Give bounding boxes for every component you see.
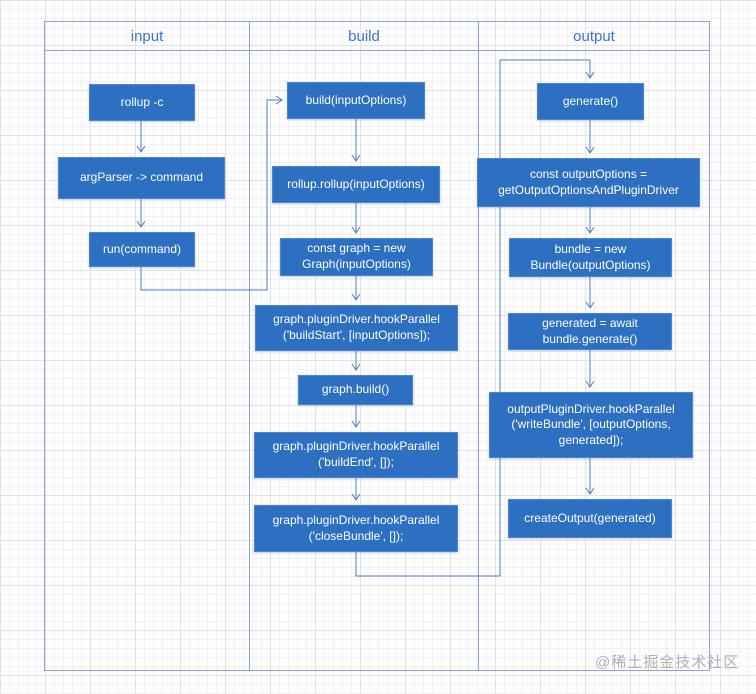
node-hook-buildend: graph.pluginDriver.hookParallel ('buildE… xyxy=(254,432,458,478)
watermark: @稀土掘金技术社区 xyxy=(595,654,740,671)
column-header-row: input build output xyxy=(45,22,709,51)
node-create-output: createOutput(generated) xyxy=(508,499,672,538)
node-rollup-c: rollup -c xyxy=(89,84,195,121)
column-divider-build-output xyxy=(478,51,479,670)
column-header-input: input xyxy=(130,27,164,45)
column-header-build: build xyxy=(249,22,478,50)
column-header-output: output xyxy=(478,22,709,50)
node-graph-build: graph.build() xyxy=(298,375,413,405)
node-generate: generate() xyxy=(537,83,644,120)
node-hook-writebundle: outputPluginDriver.hookParallel ('writeB… xyxy=(489,392,693,458)
node-bundle-generate: generated = await bundle.generate() xyxy=(508,313,672,350)
node-argparser-command: argParser -> command xyxy=(58,157,225,199)
node-hook-closebundle: graph.pluginDriver.hookParallel ('closeB… xyxy=(254,505,458,552)
node-build-inputoptions: build(inputOptions) xyxy=(287,82,425,119)
column-divider-input-build xyxy=(249,51,250,670)
node-new-bundle: bundle = new Bundle(outputOptions) xyxy=(509,238,672,277)
node-output-options: const outputOptions = getOutputOptionsAn… xyxy=(477,158,700,207)
node-run-command: run(command) xyxy=(89,232,195,267)
node-rollup-rollup: rollup.rollup(inputOptions) xyxy=(272,166,440,203)
node-hook-buildstart: graph.pluginDriver.hookParallel ('buildS… xyxy=(255,305,458,351)
node-new-graph: const graph = new Graph(inputOptions) xyxy=(280,238,433,276)
